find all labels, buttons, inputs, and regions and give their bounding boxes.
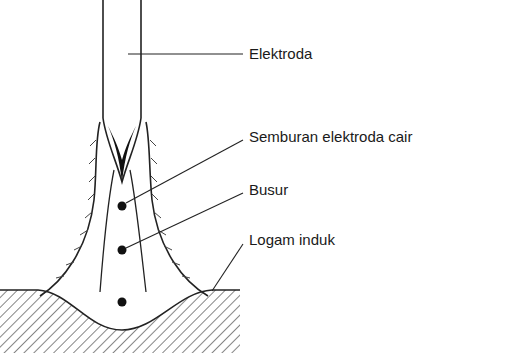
arc-outline-right xyxy=(146,122,208,296)
base-metal-hatching xyxy=(0,290,240,353)
electrode xyxy=(103,0,141,182)
leader-line xyxy=(128,53,243,54)
arc-inner-left xyxy=(100,170,114,292)
molten-droplet xyxy=(118,246,127,255)
part-label: Elektroda xyxy=(248,45,313,63)
arc-outline-left xyxy=(40,122,100,296)
base-metal-surface xyxy=(0,290,240,330)
leader-line xyxy=(126,193,243,248)
electrode-molten-tip xyxy=(108,126,136,182)
arc-inner-right xyxy=(130,170,146,292)
leader-line xyxy=(212,244,243,291)
part-label: Busur xyxy=(248,181,289,199)
molten-droplet xyxy=(118,298,127,307)
molten-droplet xyxy=(118,202,127,211)
leader-line xyxy=(126,140,243,203)
part-label: Semburan elektroda cair xyxy=(248,128,413,146)
part-label: Logam induk xyxy=(248,231,336,249)
